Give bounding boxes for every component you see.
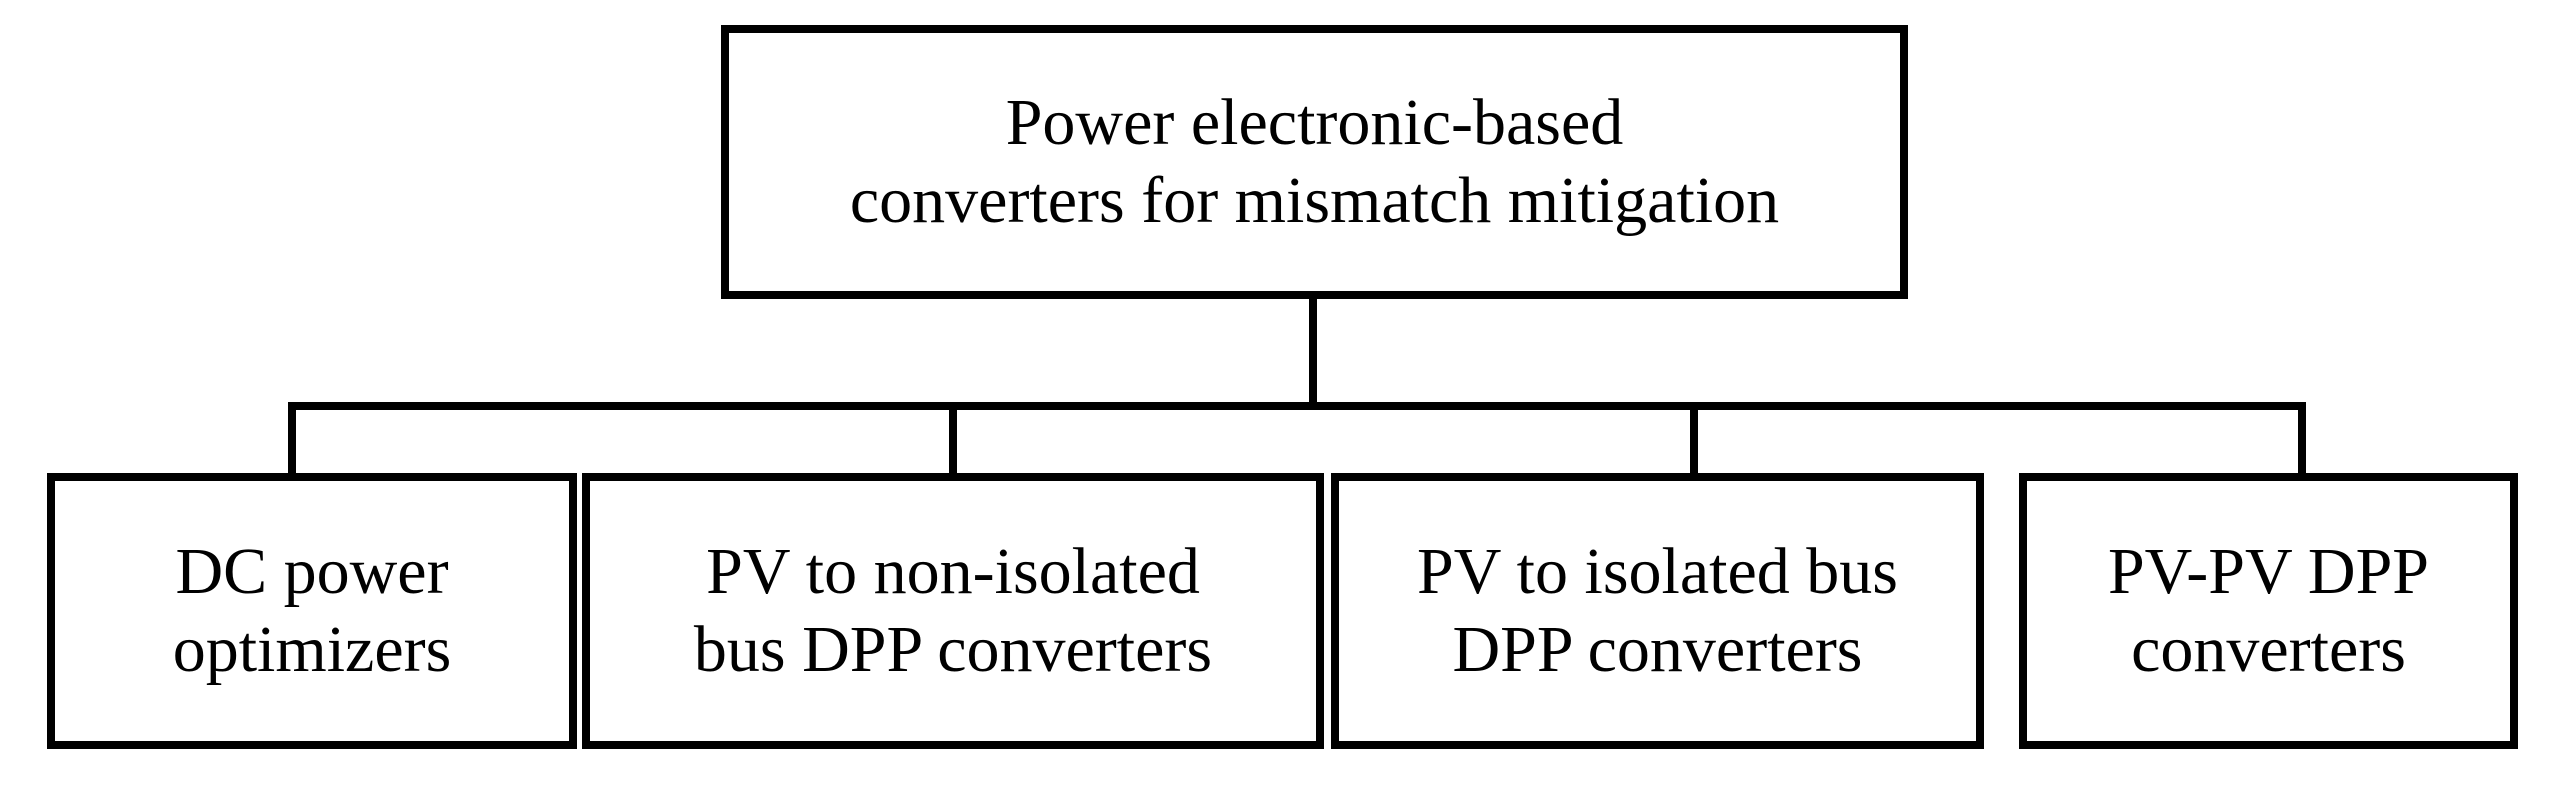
child-node-pv-to-non-isolated-bus: PV to non-isolated bus DPP converters xyxy=(582,473,1324,749)
child-node-line-2: bus DPP converters xyxy=(693,613,1213,686)
root-node-line-2: converters for mismatch mitigation xyxy=(849,164,1780,237)
child-node-line-1: DC power xyxy=(175,535,449,609)
child-node-line-2: DPP converters xyxy=(1452,613,1863,686)
child-node-line-2: converters xyxy=(2131,613,2406,686)
root-node-line-1: Power electronic-based xyxy=(1005,86,1624,160)
child-node-line-1: PV-PV DPP xyxy=(2107,535,2430,609)
child-node-pv-pv-dpp-converters: PV-PV DPP converters xyxy=(2019,473,2518,749)
root-node-mismatch-mitigation-converters: Power electronic-based converters for mi… xyxy=(721,25,1908,299)
child-node-pv-to-isolated-bus: PV to isolated bus DPP converters xyxy=(1331,473,1984,749)
child-node-line-2: optimizers xyxy=(172,613,452,686)
child-node-line-1: PV to non-isolated xyxy=(706,535,1200,609)
child-node-line-1: PV to isolated bus xyxy=(1417,535,1898,609)
child-node-dc-power-optimizers: DC power optimizers xyxy=(47,473,577,749)
